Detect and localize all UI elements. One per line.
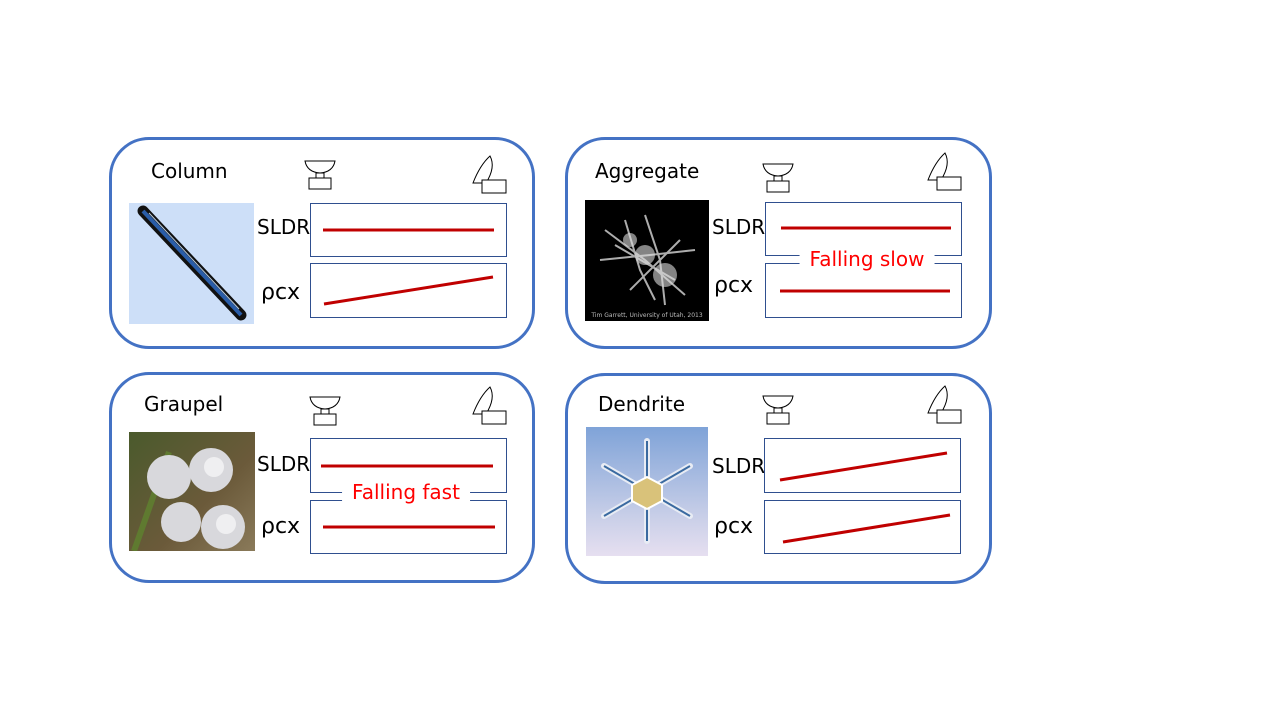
rhocx-plot [310, 263, 507, 318]
vertical-radar-icon [309, 396, 341, 426]
rhocx-label: ρcx [261, 280, 301, 305]
panel-title: Graupel [144, 392, 224, 416]
sldr-plot [310, 203, 507, 257]
rhocx-label: ρcx [714, 273, 754, 298]
panel-column [109, 137, 535, 349]
falling-slow-note: Falling slow [799, 247, 935, 271]
slant-radar-icon [927, 152, 962, 191]
sldr-label: SLDR [257, 215, 311, 239]
aggregate-snowflake-photo: Tim Garrett, University of Utah, 2013 [585, 200, 709, 321]
rhocx-trend-line [323, 275, 494, 306]
panel-title: Aggregate [595, 159, 700, 183]
graupel-photo [129, 432, 255, 551]
panel-dendrite [565, 373, 992, 584]
sldr-label: SLDR [712, 215, 766, 239]
vertical-radar-icon [762, 395, 794, 425]
sldr-trend-line [779, 451, 948, 482]
vertical-radar-icon [762, 163, 794, 193]
sldr-label: SLDR [712, 454, 766, 478]
rhocx-plot [764, 500, 961, 554]
vertical-radar-icon [304, 160, 336, 190]
sldr-label: SLDR [257, 452, 311, 476]
panel-graupel [109, 372, 535, 583]
slant-radar-icon [472, 386, 507, 425]
image-caption: Tim Garrett, University of Utah, 2013 [591, 312, 703, 319]
panel-aggregate [565, 137, 992, 349]
sldr-plot [764, 438, 961, 493]
rhocx-plot [765, 263, 962, 318]
slant-radar-icon [472, 155, 507, 194]
falling-fast-note: Falling fast [342, 480, 470, 504]
rhocx-label: ρcx [714, 514, 754, 539]
rhocx-trend-line [782, 513, 951, 544]
column-crystal-photo [129, 203, 254, 324]
panel-title: Dendrite [598, 392, 686, 416]
panel-title: Column [151, 159, 228, 183]
rhocx-plot [310, 500, 507, 554]
slant-radar-icon [927, 385, 962, 424]
dendrite-snowflake-photo [586, 427, 708, 556]
rhocx-label: ρcx [261, 514, 301, 539]
